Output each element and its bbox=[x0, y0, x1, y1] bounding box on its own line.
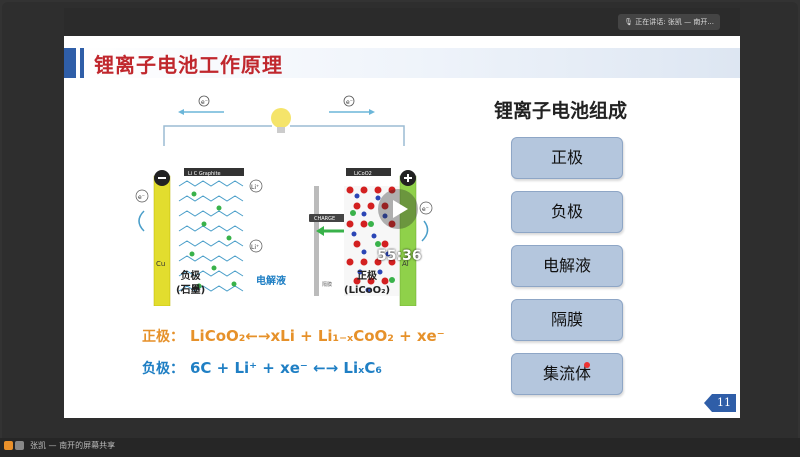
positive-equation: 正极： LiCoO₂←→xLi + Li₁₋ₓCoO₂ + xe⁻ bbox=[142, 326, 445, 346]
cu-electrode bbox=[153, 175, 171, 306]
composition-title: 锂离子电池组成 bbox=[494, 100, 628, 122]
screen-share-icon[interactable] bbox=[15, 441, 24, 450]
negative-equation: 负极： 6C + Li⁺ + xe⁻ ←→ LiₓC₆ bbox=[142, 358, 382, 378]
play-button[interactable] bbox=[378, 189, 418, 229]
electron-icon bbox=[198, 95, 210, 107]
video-time: 55:36 bbox=[377, 248, 422, 264]
neg-label-line2: (石墨) bbox=[176, 285, 206, 296]
play-icon bbox=[393, 200, 408, 218]
positive-equation-text: LiCoO₂←→xLi + Li₁₋ₓCoO₂ + xe⁻ bbox=[190, 327, 445, 345]
title-bar bbox=[64, 48, 740, 78]
graphite-cap: Li C Graphite bbox=[188, 171, 221, 177]
lightbulb-icon bbox=[271, 108, 291, 133]
component-button-anode[interactable]: 负极 bbox=[511, 191, 623, 233]
battery-diagram: e⁻ e⁻ Cu Li C Graphite bbox=[135, 95, 433, 306]
negative-electrode-label: 负极 (石墨) bbox=[176, 270, 205, 298]
separator-label: 隔膜 bbox=[322, 281, 332, 288]
shared-slide: 锂离子电池工作原理 e⁻ e⁻ Cu bbox=[64, 36, 740, 418]
positive-electrode-label: 正极 (LiCoO₂) bbox=[344, 270, 390, 298]
electron-label: e⁻ bbox=[201, 99, 208, 106]
share-text: 张凯 — 南开的屏幕共享 bbox=[30, 441, 116, 450]
electron-icon bbox=[343, 95, 355, 107]
electron-label: e⁻ bbox=[346, 99, 353, 106]
user-avatar-icon[interactable] bbox=[4, 441, 13, 450]
pos-label-line1: 正极 bbox=[357, 271, 378, 282]
component-button-current-collector[interactable]: 集流体 bbox=[511, 353, 623, 395]
li-ion-label: Li⁺ bbox=[251, 244, 259, 251]
electrolyte-label: 电解液 bbox=[256, 276, 286, 287]
electron-label: e⁻ bbox=[422, 206, 429, 213]
cursor-icon bbox=[584, 362, 590, 368]
mic-icon: 🎙 bbox=[624, 18, 634, 26]
title-accent bbox=[64, 48, 76, 78]
component-button-electrolyte[interactable]: 电解液 bbox=[511, 245, 623, 287]
pos-label-line2: (LiCoO₂) bbox=[344, 285, 391, 296]
title-accent-thin bbox=[80, 48, 84, 78]
negative-equation-text: 6C + Li⁺ + xe⁻ ←→ LiₓC₆ bbox=[190, 359, 382, 377]
electron-label: e⁻ bbox=[138, 194, 145, 201]
bottom-bar bbox=[0, 438, 800, 457]
speaking-text: 正在讲话: 张凯 — 南开... bbox=[635, 18, 714, 26]
top-bar: 🎙 正在讲话: 张凯 — 南开... bbox=[64, 8, 740, 36]
component-button-separator[interactable]: 隔膜 bbox=[511, 299, 623, 341]
li-ion-label: Li⁺ bbox=[251, 184, 259, 191]
positive-equation-label: 正极： bbox=[142, 329, 184, 345]
speaking-indicator: 🎙 正在讲话: 张凯 — 南开... bbox=[618, 14, 720, 30]
cu-label: Cu bbox=[156, 260, 165, 268]
licoo2-cap: LiCoO2 bbox=[354, 171, 372, 177]
al-label: Al bbox=[402, 260, 409, 268]
slide-title: 锂离子电池工作原理 bbox=[94, 53, 283, 77]
page-number: 11 bbox=[712, 394, 736, 412]
negative-equation-label: 负极： bbox=[142, 361, 184, 377]
charge-label: CHARGE bbox=[314, 216, 335, 222]
neg-label-line1: 负极 bbox=[180, 271, 201, 282]
page-number-tab bbox=[704, 394, 712, 412]
component-button-cathode[interactable]: 正极 bbox=[511, 137, 623, 179]
